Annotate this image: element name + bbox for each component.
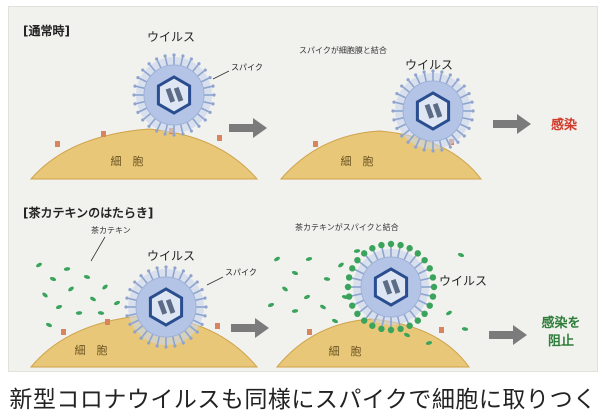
catechin-particle <box>332 318 338 324</box>
bound-catechin <box>406 245 413 252</box>
catechin-particle <box>49 276 57 282</box>
bound-catechin <box>421 256 428 264</box>
bound-catechin <box>354 310 361 318</box>
bound-catechin <box>414 317 422 324</box>
catechin-particles-right <box>267 249 469 345</box>
catechin-particle <box>457 252 465 258</box>
catechin-particle <box>267 302 275 308</box>
bound-catechin <box>369 322 376 329</box>
top-right-virus-label: ウイルス <box>405 58 453 72</box>
bottom-spike-label: スパイク <box>225 268 257 277</box>
top-left-virus-label: ウイルス <box>147 30 195 44</box>
bottom-spike-leader <box>206 276 224 286</box>
catechin-particle <box>305 257 313 261</box>
top-left-cell <box>29 128 259 180</box>
top-right-cell-label: 細 胞 <box>341 155 374 168</box>
top-spike-leader <box>212 70 230 80</box>
bound-catechin <box>349 302 356 309</box>
catechin-particle <box>425 341 433 345</box>
bound-catechin <box>429 293 437 300</box>
bound-catechin <box>429 274 437 281</box>
catechin-particle <box>353 249 361 253</box>
catechin-particle <box>320 304 326 310</box>
top-bind-label: スパイクが細胞膜と結合 <box>299 45 387 55</box>
bottom-arrow-1 <box>231 318 269 338</box>
catechin-particle <box>282 286 288 292</box>
catechin-particle <box>63 267 71 271</box>
bottom-right-receptors <box>307 327 444 335</box>
bound-catechin <box>406 322 413 329</box>
catechin-label: 茶カテキン <box>91 225 131 235</box>
catechin-particle <box>90 296 96 302</box>
catechin-particle <box>446 310 452 316</box>
bottom-section-label: [茶カテキンのはたらき] <box>23 205 153 220</box>
bound-catechin <box>421 310 428 318</box>
bound-catechin <box>426 302 433 309</box>
bound-catechin <box>378 241 385 249</box>
bottom-left-virus-label: ウイルス <box>147 249 195 263</box>
top-spike-label: スパイク <box>231 63 263 72</box>
bound-catechin <box>426 265 433 272</box>
bound-catechin <box>378 325 385 333</box>
catechin-particle <box>274 256 280 262</box>
bottom-right-virus-label: ウイルス <box>439 274 487 288</box>
bound-catechin <box>397 325 404 333</box>
diagram-panel: [通常時] 細 胞 ウイルス スパイク 細 胞 スパイクが細胞膜と結合 ウイルス… <box>8 6 598 372</box>
mechanism-diagram: [通常時] 細 胞 ウイルス スパイク 細 胞 スパイクが細胞膜と結合 ウイルス… <box>23 23 581 368</box>
bottom-right-virus <box>344 240 438 334</box>
catechin-particle <box>291 309 299 313</box>
bottom-right-cell-label: 細 胞 <box>329 345 362 358</box>
bound-catechin <box>387 326 395 334</box>
bound-catechin <box>360 317 368 324</box>
top-result-infection: 感染 <box>551 117 578 133</box>
catechin-particle <box>46 322 52 328</box>
bound-catechin <box>397 241 404 249</box>
top-arrow-2 <box>493 114 531 134</box>
top-section-label: [通常時] <box>23 23 70 38</box>
catechin-particle <box>114 300 120 306</box>
bound-catechin <box>345 274 353 281</box>
bound-catechin <box>345 293 353 300</box>
catechin-particle <box>55 304 63 310</box>
top-right-virus <box>391 69 475 153</box>
bound-catechin <box>354 256 361 264</box>
catechin-particle <box>102 284 108 290</box>
catechin-particle <box>68 286 74 292</box>
top-left-virus <box>132 53 216 137</box>
bound-catechin <box>349 265 356 272</box>
bottom-bind-label: 茶カテキンがスパイクと結合 <box>295 222 399 232</box>
bound-catechin <box>369 245 376 252</box>
catechin-particle <box>42 292 48 298</box>
catechin-particle <box>404 332 410 338</box>
bound-catechin <box>430 283 438 291</box>
catechin-particle <box>75 311 83 315</box>
catechin-particle <box>291 270 299 276</box>
catechin-particle <box>461 327 469 331</box>
catechin-particle <box>323 277 331 281</box>
bottom-left-cell-label: 細 胞 <box>75 344 108 357</box>
catechin-leader <box>90 236 106 262</box>
catechin-particle <box>83 275 91 279</box>
bottom-left-receptors <box>61 319 220 335</box>
bound-catechin <box>360 250 368 257</box>
catechin-particle <box>304 294 310 300</box>
bottom-result-line2: 阻止 <box>548 333 574 349</box>
catechin-particle <box>338 262 344 268</box>
bound-catechin <box>387 240 395 248</box>
catechin-particle <box>36 262 42 268</box>
catechin-particles-left <box>36 262 120 328</box>
top-left-cell-label: 細 胞 <box>111 155 144 168</box>
caption: 新型コロナウイルスも同様にスパイクで細胞に取りつく <box>9 387 597 413</box>
bottom-arrow-2 <box>489 325 527 345</box>
bound-catechin <box>414 250 422 257</box>
bound-catechin <box>344 283 352 291</box>
catechin-particle <box>97 311 105 315</box>
bottom-left-virus <box>124 265 208 349</box>
top-arrow-1 <box>229 118 267 138</box>
bottom-result-line1: 感染を <box>541 315 580 331</box>
